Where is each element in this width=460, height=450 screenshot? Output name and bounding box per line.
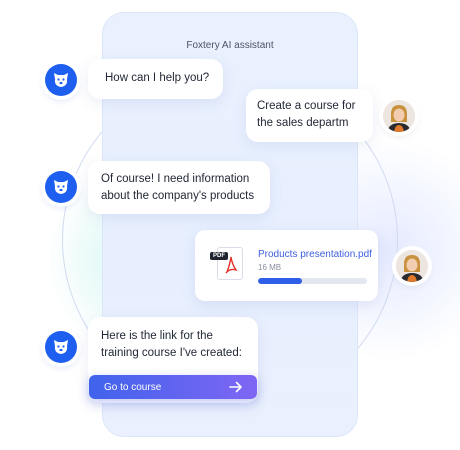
dog-face-icon bbox=[54, 180, 68, 194]
arrow-right-icon bbox=[229, 381, 242, 393]
user-photo bbox=[396, 250, 428, 282]
bot-avatar bbox=[45, 331, 77, 363]
message-text: Create a course for the sales departm bbox=[257, 100, 356, 129]
file-size: 16 MB bbox=[258, 263, 282, 272]
upload-progress-fill bbox=[258, 278, 302, 284]
pdf-badge: PDF bbox=[210, 252, 228, 260]
bot-avatar bbox=[45, 64, 77, 96]
message-text: How can I help you? bbox=[105, 72, 210, 84]
dog-face-icon bbox=[54, 73, 68, 87]
pdf-file-icon bbox=[217, 247, 243, 280]
file-name-link[interactable]: Products presentation.pdf bbox=[258, 249, 372, 260]
bot-message-bubble: How can I help you? bbox=[88, 59, 223, 99]
message-text: Here is the link for the training course… bbox=[101, 330, 242, 359]
user-avatar bbox=[383, 100, 415, 132]
upload-progress-bar bbox=[258, 278, 367, 284]
file-attachment-card[interactable]: PDF Products presentation.pdf 16 MB bbox=[195, 230, 378, 301]
go-to-course-button[interactable]: Go to course bbox=[89, 375, 257, 399]
chat-title: Foxtery AI assistant bbox=[186, 40, 274, 51]
user-avatar bbox=[396, 250, 428, 282]
message-text: Of course! I need information about the … bbox=[101, 173, 255, 202]
user-message-bubble: Create a course for the sales departm bbox=[246, 89, 373, 142]
go-to-course-label: Go to course bbox=[104, 381, 162, 393]
bot-message-bubble: Of course! I need information about the … bbox=[88, 161, 270, 214]
dog-face-icon bbox=[54, 340, 68, 354]
user-photo bbox=[383, 100, 415, 132]
bot-avatar bbox=[45, 171, 77, 203]
